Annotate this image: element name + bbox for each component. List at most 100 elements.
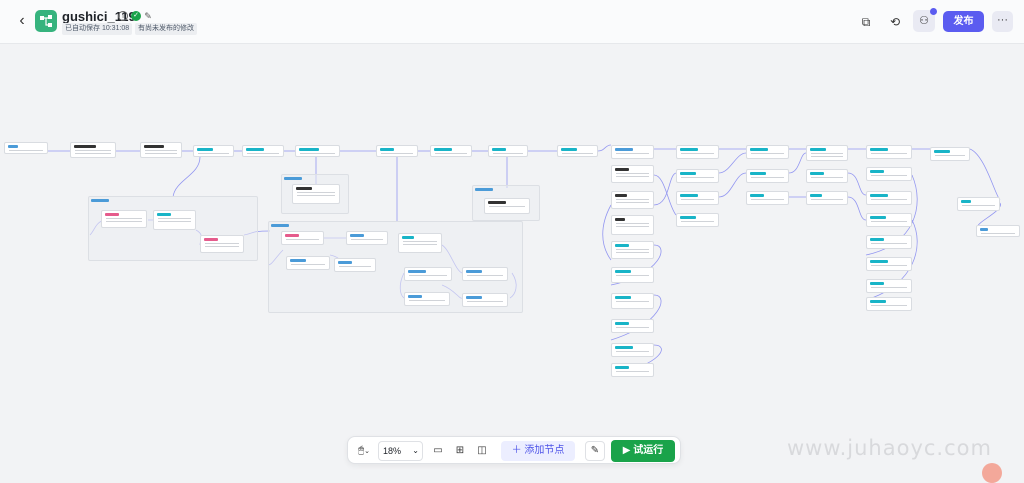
more-icon[interactable]: ··· <box>992 11 1013 32</box>
node-line <box>681 177 714 178</box>
llm-node[interactable] <box>866 257 912 271</box>
history-icon[interactable]: ⟲ <box>889 15 901 29</box>
llm-node[interactable] <box>746 191 789 205</box>
node-header <box>980 228 988 231</box>
code-node[interactable] <box>611 267 654 283</box>
llm-node[interactable] <box>806 191 848 205</box>
test-run-button[interactable]: ▶ 试运行 <box>611 440 675 462</box>
llm-node[interactable] <box>193 145 234 157</box>
node-line <box>616 226 649 227</box>
node-line <box>562 153 593 154</box>
workflow-canvas[interactable] <box>0 45 1024 474</box>
llm-node[interactable] <box>866 297 912 311</box>
node-header <box>870 300 886 303</box>
zoom-select[interactable]: 18%⌄ <box>378 441 423 461</box>
llm-node[interactable] <box>488 145 528 157</box>
plus-icon: ＋ <box>511 445 525 456</box>
batch-inner-node[interactable] <box>281 231 324 245</box>
collaborators-button[interactable]: ⚇ <box>913 8 937 32</box>
node-line <box>871 265 907 266</box>
node-header <box>810 194 822 197</box>
batch-inner-node[interactable] <box>462 293 508 307</box>
node-header <box>615 270 631 273</box>
batch-inner-node[interactable] <box>286 256 330 270</box>
edit-icon[interactable]: ✎ <box>144 11 152 21</box>
code-node[interactable] <box>611 241 654 259</box>
code-node[interactable] <box>611 343 654 357</box>
llm-node[interactable] <box>866 191 912 205</box>
start-node[interactable] <box>4 142 48 154</box>
copy-icon[interactable]: ⧉ <box>861 15 871 29</box>
condition-node[interactable] <box>484 198 530 214</box>
llm-node[interactable] <box>557 145 598 157</box>
assistant-avatar[interactable] <box>982 463 1002 483</box>
node-line <box>751 153 784 154</box>
node-line <box>205 243 239 244</box>
node-header <box>144 145 164 148</box>
node-line <box>616 351 649 352</box>
llm-node[interactable] <box>866 167 912 181</box>
end-node[interactable] <box>976 225 1020 237</box>
mouse-mode-icon[interactable]: 🖱︎⌄ <box>358 445 370 456</box>
node-header <box>615 346 633 349</box>
minimap-icon[interactable]: ◫ <box>477 445 487 456</box>
batch-inner-node[interactable] <box>462 267 508 281</box>
code-node[interactable] <box>611 293 654 309</box>
llm-node[interactable] <box>866 213 912 227</box>
grid-layout-icon[interactable]: ⊞ <box>455 445 465 456</box>
batch-inner-node[interactable] <box>404 292 450 306</box>
llm-node[interactable] <box>676 213 719 227</box>
llm-node[interactable] <box>746 169 789 183</box>
node-line <box>616 371 649 372</box>
llm-node[interactable] <box>242 145 284 157</box>
llm-node[interactable] <box>295 145 340 157</box>
code-node[interactable] <box>611 363 654 377</box>
batch-inner-node[interactable] <box>334 258 376 272</box>
node-line <box>467 301 503 302</box>
llm-node[interactable] <box>866 145 912 159</box>
info-icon[interactable]: i <box>118 11 128 21</box>
loop-inner-node[interactable] <box>101 210 147 228</box>
code-node[interactable] <box>611 319 654 333</box>
node-line <box>106 221 142 222</box>
llm-node[interactable] <box>930 147 970 161</box>
debug-tool-icon[interactable]: ✎ <box>585 441 605 461</box>
code-node[interactable] <box>611 215 654 235</box>
node-line <box>409 300 445 301</box>
llm-node[interactable] <box>866 235 912 249</box>
llm-node[interactable] <box>866 279 912 293</box>
llm-node[interactable] <box>430 145 472 157</box>
back-icon[interactable]: ‹ <box>19 12 25 29</box>
comment-icon[interactable]: ▭ <box>433 445 443 456</box>
output-node[interactable] <box>957 197 1000 211</box>
add-node-button[interactable]: ＋ 添加节点 <box>501 441 575 461</box>
condition-node[interactable] <box>292 184 340 204</box>
llm-node[interactable] <box>676 191 719 205</box>
llm-node[interactable] <box>676 169 719 183</box>
llm-node[interactable] <box>806 145 848 161</box>
code-node[interactable] <box>611 191 654 209</box>
llm-node[interactable] <box>376 145 418 157</box>
llm-node[interactable] <box>806 169 848 183</box>
workflow-node[interactable] <box>140 142 182 158</box>
node-line <box>145 153 177 154</box>
batch-inner-node[interactable] <box>398 233 442 253</box>
batch-inner-node[interactable] <box>346 231 388 245</box>
node-header <box>488 201 506 204</box>
node-line <box>489 206 525 207</box>
node-header <box>492 148 506 151</box>
loop-inner-node[interactable] <box>200 235 244 253</box>
group-header <box>91 199 109 202</box>
llm-node[interactable] <box>746 145 789 159</box>
node-header <box>408 295 422 298</box>
publish-button[interactable]: 发布 <box>943 11 984 32</box>
workflow-title[interactable]: gushici_119 <box>62 9 136 24</box>
workflow-node[interactable] <box>70 142 116 158</box>
node-header <box>870 216 886 219</box>
loop-inner-node[interactable] <box>153 210 196 230</box>
batch-inner-node[interactable] <box>404 267 452 281</box>
llm-node[interactable] <box>676 145 719 159</box>
node-line <box>616 199 649 200</box>
code-node[interactable] <box>611 145 654 159</box>
code-node[interactable] <box>611 165 654 183</box>
